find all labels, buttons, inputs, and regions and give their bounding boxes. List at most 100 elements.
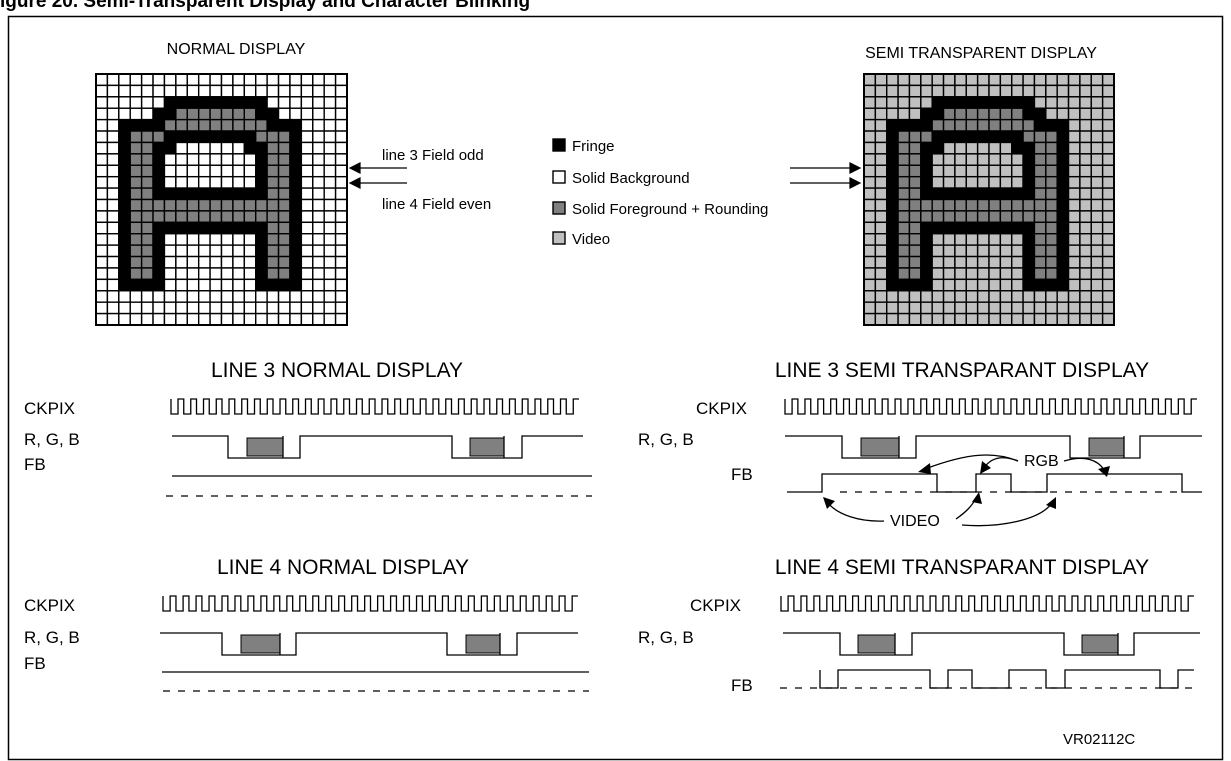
pixel-cell: [965, 118, 979, 132]
pixel-cell: [129, 187, 143, 201]
pixel-cell: [186, 96, 200, 109]
pixel-cell: [908, 221, 922, 235]
pixel-cell: [95, 175, 109, 189]
pixel-cell: [1011, 198, 1024, 212]
pixel-cell: [874, 164, 888, 178]
pixel-cell: [1101, 96, 1115, 109]
pixel-cell: [954, 278, 967, 292]
pixel-cell: [1033, 210, 1047, 224]
pixel-cell: [920, 187, 933, 201]
pixel-cell: [312, 290, 325, 303]
legend-label: Solid Background: [572, 170, 690, 187]
pixel-cell: [140, 107, 154, 121]
rgb-waveform: [783, 632, 1200, 656]
pixel-cell: [323, 96, 337, 109]
pixel-cell: [277, 73, 291, 87]
pixel-cell: [277, 96, 291, 109]
rgb-waveform: [160, 632, 578, 656]
pixel-cell: [220, 153, 234, 166]
pixel-cell: [232, 267, 246, 281]
pixel-cell: [942, 278, 956, 292]
pixel-cell: [965, 233, 979, 246]
pixel-cell: [220, 221, 234, 235]
pixel-cell: [1022, 221, 1036, 235]
pixel-cell: [289, 141, 303, 155]
pixel-cell: [232, 107, 246, 121]
pixel-cell: [954, 221, 967, 235]
pixel-cell: [886, 278, 899, 292]
pixel-cell: [220, 130, 234, 144]
pixel-cell: [220, 73, 234, 87]
pixel-cell: [886, 301, 899, 315]
pixel-cell: [1079, 130, 1092, 144]
pixel-cell: [1090, 244, 1104, 258]
pixel-cell: [942, 233, 956, 246]
pixel-cell: [988, 233, 1002, 246]
pixel-cell: [931, 107, 945, 121]
pixel-cell: [931, 244, 945, 258]
pixel-cell: [886, 130, 899, 144]
pixel-cell: [1101, 130, 1115, 144]
pixel-cell: [874, 233, 888, 246]
pixel-cell: [908, 153, 922, 166]
pixel-cell: [266, 255, 280, 269]
pixel-cell: [312, 255, 325, 269]
pixel-cell: [897, 118, 911, 132]
pixel-cell: [334, 73, 348, 87]
pixel-cell: [976, 233, 990, 246]
pixel-cell: [942, 198, 956, 212]
legend-swatch-solid-background: [552, 170, 566, 184]
pixel-map-border: [863, 73, 1115, 326]
ckpix-waveform: [780, 595, 1194, 612]
pixel-cell: [243, 198, 257, 212]
pixel-cell: [1067, 164, 1081, 178]
pixel-cell: [1067, 312, 1081, 326]
pixel-cell: [999, 198, 1013, 212]
legend-label: Solid Foreground + Rounding: [572, 201, 768, 218]
pixel-cell: [312, 187, 325, 201]
pixel-cell: [1045, 164, 1058, 178]
pixel-cell: [920, 107, 933, 121]
panel-title-line3-normal: LINE 3 NORMAL DISPLAY: [211, 359, 463, 382]
pixel-cell: [95, 233, 109, 246]
pixel-cell: [118, 198, 131, 212]
pixel-cell: [1011, 130, 1024, 144]
pixel-cell: [232, 198, 246, 212]
pixel-cell: [243, 244, 257, 258]
pixel-cell: [942, 118, 956, 132]
pixel-cell: [1033, 73, 1047, 87]
pixel-cell: [106, 164, 120, 178]
pixel-cell: [95, 221, 109, 235]
pixel-cell: [95, 141, 109, 155]
pixel-cell: [942, 73, 956, 87]
pixel-cell: [999, 73, 1013, 87]
pixel-cell: [255, 210, 268, 224]
pixel-cell: [323, 164, 337, 178]
pixel-cell: [220, 164, 234, 178]
pixel-cell: [954, 164, 967, 178]
pixel-cell: [300, 73, 314, 87]
pixel-cell: [999, 96, 1013, 109]
pixel-cell: [232, 290, 246, 303]
pixel-cell: [897, 73, 911, 87]
pixel-cell: [863, 301, 877, 315]
pixel-cell: [863, 312, 877, 326]
pixel-cell: [874, 198, 888, 212]
pixel-cell: [908, 164, 922, 178]
pixel-cell: [106, 312, 120, 326]
pixel-cell: [140, 153, 154, 166]
pixel-cell: [277, 312, 291, 326]
pixel-cell: [1067, 244, 1081, 258]
pixel-cell: [129, 84, 143, 98]
pixel-cell: [95, 244, 109, 258]
pixel-cell: [920, 175, 933, 189]
pixel-cell: [209, 73, 223, 87]
pixel-cell: [976, 301, 990, 315]
pixel-cell: [1056, 130, 1070, 144]
pixel-cell: [942, 301, 956, 315]
pixel-cell: [175, 210, 188, 224]
pixel-cell: [186, 164, 200, 178]
pixel-cell: [197, 118, 211, 132]
pixel-cell: [1101, 255, 1115, 269]
